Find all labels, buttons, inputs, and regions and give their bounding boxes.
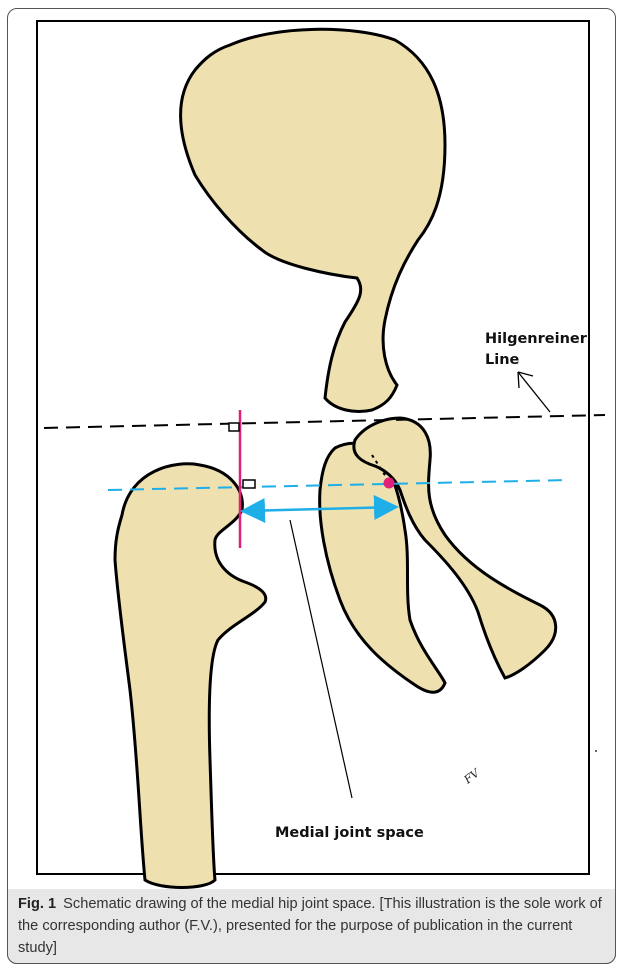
hilgenreiner-line-label: Hilgenreiner Line (485, 329, 587, 371)
speck-mark (595, 750, 597, 752)
hilgenreiner-pointer-arrow (518, 372, 550, 412)
medial-joint-space-label: Medial joint space (275, 825, 424, 841)
right-angle-marker-bottom (243, 480, 255, 488)
center-point-dot (384, 478, 395, 489)
femur-bone (115, 464, 266, 888)
hilgenreiner-line (44, 415, 605, 428)
ilium-bone (181, 29, 445, 411)
figure-number: Fig. 1 (18, 896, 56, 912)
right-angle-marker-top (229, 423, 239, 431)
figure-caption: Fig. 1 Schematic drawing of the medial h… (18, 893, 608, 959)
figure-caption-text: Schematic drawing of the medial hip join… (18, 896, 602, 956)
